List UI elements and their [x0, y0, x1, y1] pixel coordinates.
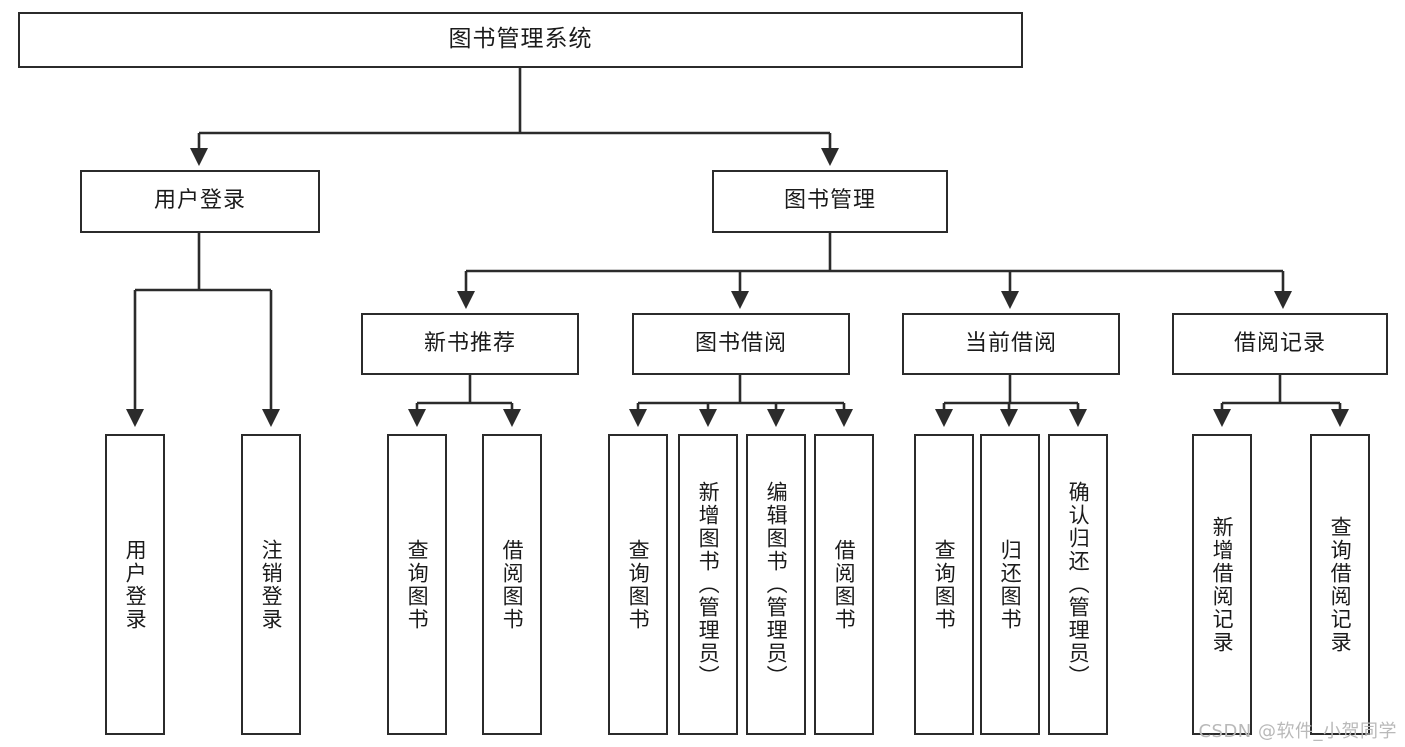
node-leaf-add-borrow-record-label: 新增借阅记录: [1210, 515, 1235, 654]
node-current-borrow-label: 当前借阅: [964, 330, 1057, 356]
node-leaf-add-book-admin-label: 新增图书（管理员）: [696, 481, 721, 688]
node-leaf-search-book-2[interactable]: 查询图书: [608, 434, 668, 735]
node-leaf-add-borrow-record[interactable]: 新增借阅记录: [1192, 434, 1252, 735]
node-leaf-search-book-3-label: 查询图书: [932, 538, 957, 631]
node-leaf-user-login[interactable]: 用户登录: [105, 434, 165, 735]
node-leaf-edit-book-admin[interactable]: 编辑图书（管理员）: [746, 434, 806, 735]
node-new-book-recommend[interactable]: 新书推荐: [361, 313, 579, 375]
node-borrow-record-label: 借阅记录: [1233, 330, 1326, 356]
node-leaf-user-login-label: 用户登录: [123, 538, 148, 631]
node-book-borrow[interactable]: 图书借阅: [632, 313, 850, 375]
node-leaf-borrow-book-1-label: 借阅图书: [500, 538, 525, 631]
node-leaf-edit-book-admin-label: 编辑图书（管理员）: [764, 481, 789, 688]
node-leaf-confirm-return-admin[interactable]: 确认归还（管理员）: [1048, 434, 1108, 735]
node-borrow-record[interactable]: 借阅记录: [1172, 313, 1388, 375]
node-leaf-logout[interactable]: 注销登录: [241, 434, 301, 735]
node-leaf-search-borrow-record-label: 查询借阅记录: [1328, 515, 1353, 654]
node-leaf-search-book-3[interactable]: 查询图书: [914, 434, 974, 735]
node-new-book-recommend-label: 新书推荐: [423, 330, 516, 356]
node-root[interactable]: 图书管理系统: [18, 12, 1023, 68]
node-leaf-search-book-1[interactable]: 查询图书: [387, 434, 447, 735]
node-leaf-return-book-label: 归还图书: [998, 538, 1023, 631]
node-leaf-borrow-book-1[interactable]: 借阅图书: [482, 434, 542, 735]
node-current-borrow[interactable]: 当前借阅: [902, 313, 1120, 375]
node-leaf-add-book-admin[interactable]: 新增图书（管理员）: [678, 434, 738, 735]
node-root-label: 图书管理系统: [448, 26, 593, 53]
node-leaf-confirm-return-admin-label: 确认归还（管理员）: [1066, 481, 1091, 688]
node-leaf-search-book-2-label: 查询图书: [626, 538, 651, 631]
node-book-borrow-label: 图书借阅: [694, 330, 787, 356]
node-book-management[interactable]: 图书管理: [712, 170, 948, 233]
node-leaf-return-book[interactable]: 归还图书: [980, 434, 1040, 735]
node-leaf-borrow-book-2-label: 借阅图书: [832, 538, 857, 631]
node-leaf-search-borrow-record[interactable]: 查询借阅记录: [1310, 434, 1370, 735]
node-leaf-logout-label: 注销登录: [259, 538, 284, 631]
node-leaf-borrow-book-2[interactable]: 借阅图书: [814, 434, 874, 735]
node-user-login-label: 用户登录: [153, 188, 246, 214]
node-leaf-search-book-1-label: 查询图书: [405, 538, 430, 631]
node-user-login[interactable]: 用户登录: [80, 170, 320, 233]
node-book-management-label: 图书管理: [783, 188, 876, 214]
